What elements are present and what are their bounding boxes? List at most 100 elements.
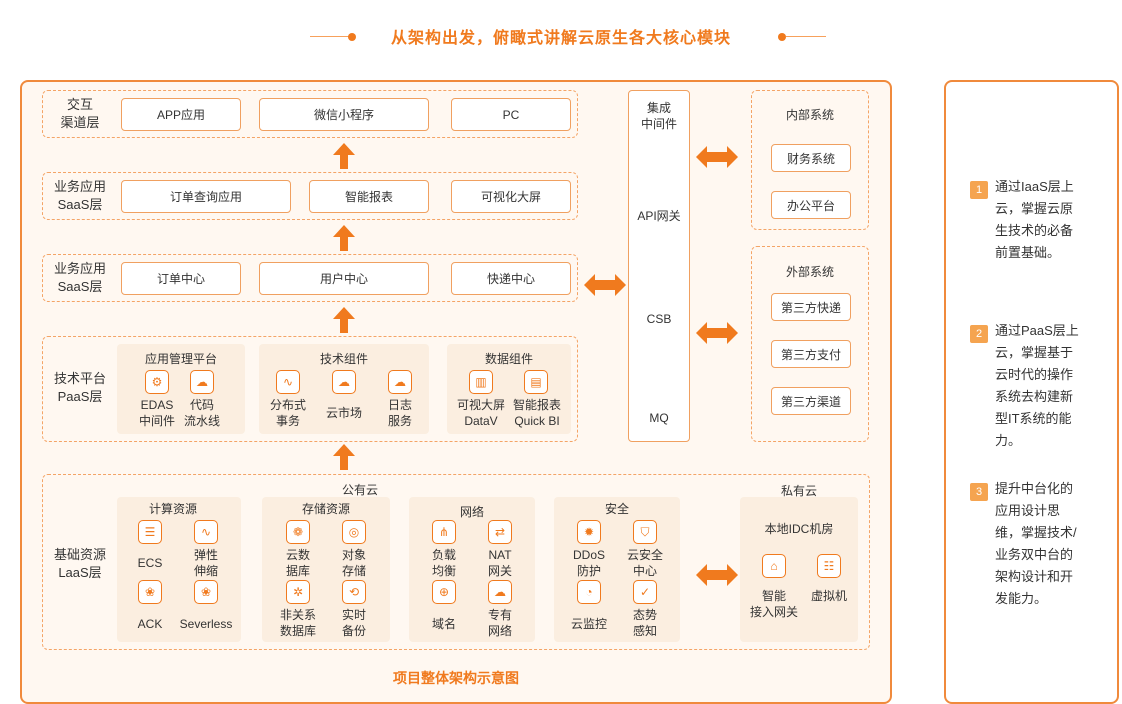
app-management-title: 应用管理平台 <box>144 352 217 366</box>
app-management-group <box>117 344 245 434</box>
nosql-label: 非关系数据库 <box>279 608 316 638</box>
diagram-caption: 项目整体架构示意图 <box>393 670 519 686</box>
quickbi-icon: ▤ <box>524 370 548 394</box>
smart-gateway-label: 智能接入网关 <box>749 589 798 619</box>
situation-awareness-icon: ✓ <box>633 580 657 604</box>
third-party-payment-box: 第三方支付 <box>771 340 851 368</box>
page-title: 从架构出发，俯瞰式讲解云原生各大核心模块 <box>390 30 731 47</box>
ack-icon: ❀ <box>138 580 162 604</box>
middleware-title: 集成中间件 <box>640 101 677 131</box>
ddos-icon: ✹ <box>577 520 601 544</box>
third-party-express-box: 第三方快递 <box>771 293 851 321</box>
note-number: 3 <box>970 483 988 501</box>
bidirectional-arrow <box>696 564 738 586</box>
note-number: 1 <box>970 181 988 199</box>
situation-awareness-label: 态势感知 <box>632 608 657 638</box>
domain-label: 域名 <box>431 617 456 631</box>
tech-components-title: 技术组件 <box>319 352 368 366</box>
idc-title: 本地IDC机房 <box>764 522 834 536</box>
smart-gateway-icon: ⌂ <box>762 554 786 578</box>
up-arrow <box>333 444 355 470</box>
integration-middleware <box>628 90 690 442</box>
storage-group <box>262 497 390 642</box>
datav-icon: ▥ <box>469 370 493 394</box>
miniprogram-box: 微信小程序 <box>259 98 429 131</box>
autoscaling-label: 弹性伸缩 <box>193 548 218 578</box>
network-title: 网络 <box>459 505 484 519</box>
app-box: APP应用 <box>121 98 241 131</box>
ack-label: ACK <box>137 617 163 631</box>
express-center-box: 快递中心 <box>451 262 571 295</box>
finance-system-box: 财务系统 <box>771 144 851 172</box>
paas-layer <box>42 336 578 442</box>
external-systems <box>751 246 869 442</box>
cloud-market-icon: ☁ <box>332 370 356 394</box>
load-balancer-icon: ⋔ <box>432 520 456 544</box>
serverless-label: Severless <box>179 617 233 631</box>
title-decoration-left <box>310 36 350 37</box>
ecs-icon: ☰ <box>138 520 162 544</box>
log-service-icon: ☁ <box>388 370 412 394</box>
backup-label: 实时备份 <box>341 608 366 638</box>
title-dot-left <box>348 33 356 41</box>
internal-systems <box>751 90 869 230</box>
internal-systems-title: 内部系统 <box>785 108 834 122</box>
visual-screen-box: 可视化大屏 <box>451 180 571 213</box>
up-arrow <box>333 307 355 333</box>
ecs-label: ECS <box>137 556 163 570</box>
database-icon: ❁ <box>286 520 310 544</box>
order-center-box: 订单中心 <box>121 262 241 295</box>
title-decoration-right <box>786 36 826 37</box>
security-group <box>554 497 680 642</box>
bidirectional-arrow <box>584 274 626 296</box>
vm-icon: ☷ <box>817 554 841 578</box>
domain-icon: ⊕ <box>432 580 456 604</box>
autoscaling-icon: ∿ <box>194 520 218 544</box>
csb-label: CSB <box>646 312 672 326</box>
security-center-label: 云安全中心 <box>626 548 663 578</box>
nat-gateway-icon: ⇄ <box>488 520 512 544</box>
third-party-channel-box: 第三方渠道 <box>771 387 851 415</box>
cloud-monitor-icon: ◔ <box>577 580 601 604</box>
load-balancer-label: 负载均衡 <box>431 548 456 578</box>
note-text: 通过IaaS层上云，掌握云原生技术的必备前置基础。 <box>995 179 1074 260</box>
note-text: 提升中台化的应用设计思维，掌握技术/业务双中台的架构设计和开发能力。 <box>995 481 1077 606</box>
user-center-box: 用户中心 <box>259 262 429 295</box>
business-saas-layer <box>42 172 578 220</box>
data-components-title: 数据组件 <box>484 352 533 366</box>
title-dot-right <box>778 33 786 41</box>
note-text: 通过PaaS层上云，掌握基于云时代的操作系统去构建新型IT系统的能力。 <box>995 323 1079 448</box>
storage-title: 存储资源 <box>302 502 351 516</box>
compute-group <box>117 497 241 642</box>
serverless-icon: ❀ <box>194 580 218 604</box>
database-label: 云数据库 <box>285 548 310 578</box>
cloud-monitor-label: 云监控 <box>570 617 607 631</box>
network-group <box>409 497 535 642</box>
vm-label: 虚拟机 <box>810 589 847 603</box>
security-title: 安全 <box>604 502 629 516</box>
interaction-layer <box>42 90 578 138</box>
backup-icon: ⟲ <box>342 580 366 604</box>
pipeline-label: 代码流水线 <box>183 398 220 428</box>
data-components-group <box>447 344 571 434</box>
public-cloud-title: 公有云 <box>341 483 378 497</box>
bidirectional-arrow <box>696 322 738 344</box>
pipeline-icon: ☁ <box>190 370 214 394</box>
object-storage-icon: ◎ <box>342 520 366 544</box>
vpc-label: 专有网络 <box>487 608 512 638</box>
iaas-layer <box>42 474 870 650</box>
compute-title: 计算资源 <box>148 502 197 516</box>
pc-box: PC <box>451 98 571 131</box>
service-saas-layer <box>42 254 578 302</box>
note-number: 2 <box>970 325 988 343</box>
smart-report-box: 智能报表 <box>309 180 429 213</box>
transaction-icon: ∿ <box>276 370 300 394</box>
edas-icon: ⚙ <box>145 370 169 394</box>
interaction-layer-label: 交互渠道层 <box>60 97 100 130</box>
